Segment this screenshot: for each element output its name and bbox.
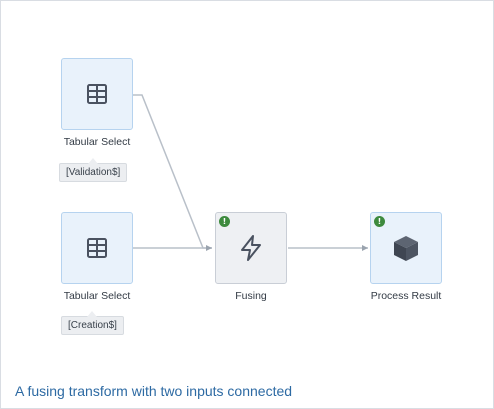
process-result-node[interactable] [370, 212, 442, 284]
connection-wires [133, 94, 368, 251]
arrowhead-into-result [362, 245, 368, 251]
result-status-badge: ! [374, 216, 385, 227]
wire-validation-to-fusing[interactable] [133, 94, 212, 249]
fusing-status-badge: ! [219, 216, 230, 227]
process-result-label: Process Result [370, 290, 442, 302]
pipeline-canvas: Tabular Select [Validation$] Tabular Sel… [1, 1, 494, 351]
validation-source-label: Tabular Select [63, 136, 131, 148]
validation-sheet-tag: [Validation$] [59, 158, 128, 182]
creation-source-label: Tabular Select [63, 290, 131, 302]
cube-icon [394, 236, 418, 261]
lightning-bolt-icon [241, 235, 261, 261]
fusing-label: Fusing [235, 290, 267, 302]
creation-source-node[interactable] [61, 212, 133, 284]
arrowhead-into-fusing [206, 245, 212, 251]
table-grid-icon [87, 84, 107, 104]
diagram-caption: A fusing transform with two inputs conne… [15, 383, 293, 399]
table-grid-icon [87, 238, 107, 258]
validation-source-node[interactable] [61, 58, 133, 130]
creation-sheet-tag: [Creation$] [61, 311, 124, 335]
